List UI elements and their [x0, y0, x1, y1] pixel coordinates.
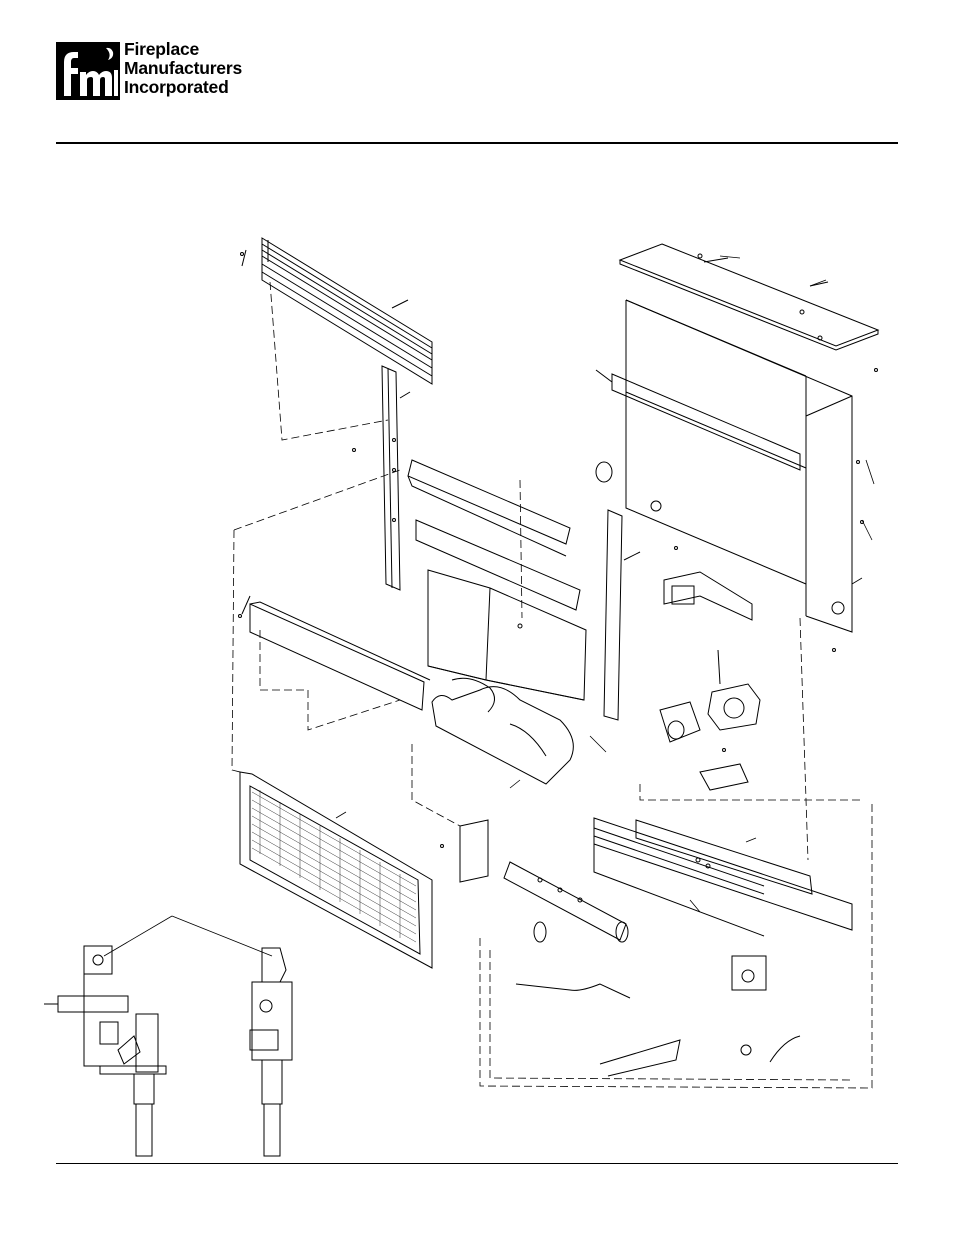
regulator	[732, 956, 766, 990]
screen-door	[240, 772, 432, 968]
refractory-panel	[428, 570, 586, 700]
screws	[239, 253, 878, 848]
burner-mount-plate	[460, 820, 488, 882]
assembly-guide-lines	[232, 282, 872, 1088]
side-trim	[382, 366, 410, 590]
pilot-detail-right	[250, 948, 292, 1156]
gas-valve	[660, 650, 760, 742]
pilot-detail-left	[44, 946, 166, 1156]
top-plate	[620, 244, 878, 350]
burner-tube	[504, 862, 628, 942]
control-bracket	[664, 572, 752, 620]
flex-hose	[741, 1036, 800, 1062]
outer-firebox	[626, 300, 852, 632]
footer-divider	[56, 1163, 898, 1164]
gasket-ring	[596, 462, 612, 482]
upper-shelf	[408, 460, 570, 556]
bottom-louver	[594, 818, 852, 936]
valve-plate	[700, 764, 748, 790]
baffle-strip	[596, 370, 800, 470]
log-set	[432, 678, 573, 784]
lower-shelf	[416, 520, 580, 610]
front-lintel	[242, 596, 430, 710]
top-louver	[242, 238, 432, 384]
right-side-strip	[604, 510, 640, 720]
gas-line	[516, 922, 680, 1076]
